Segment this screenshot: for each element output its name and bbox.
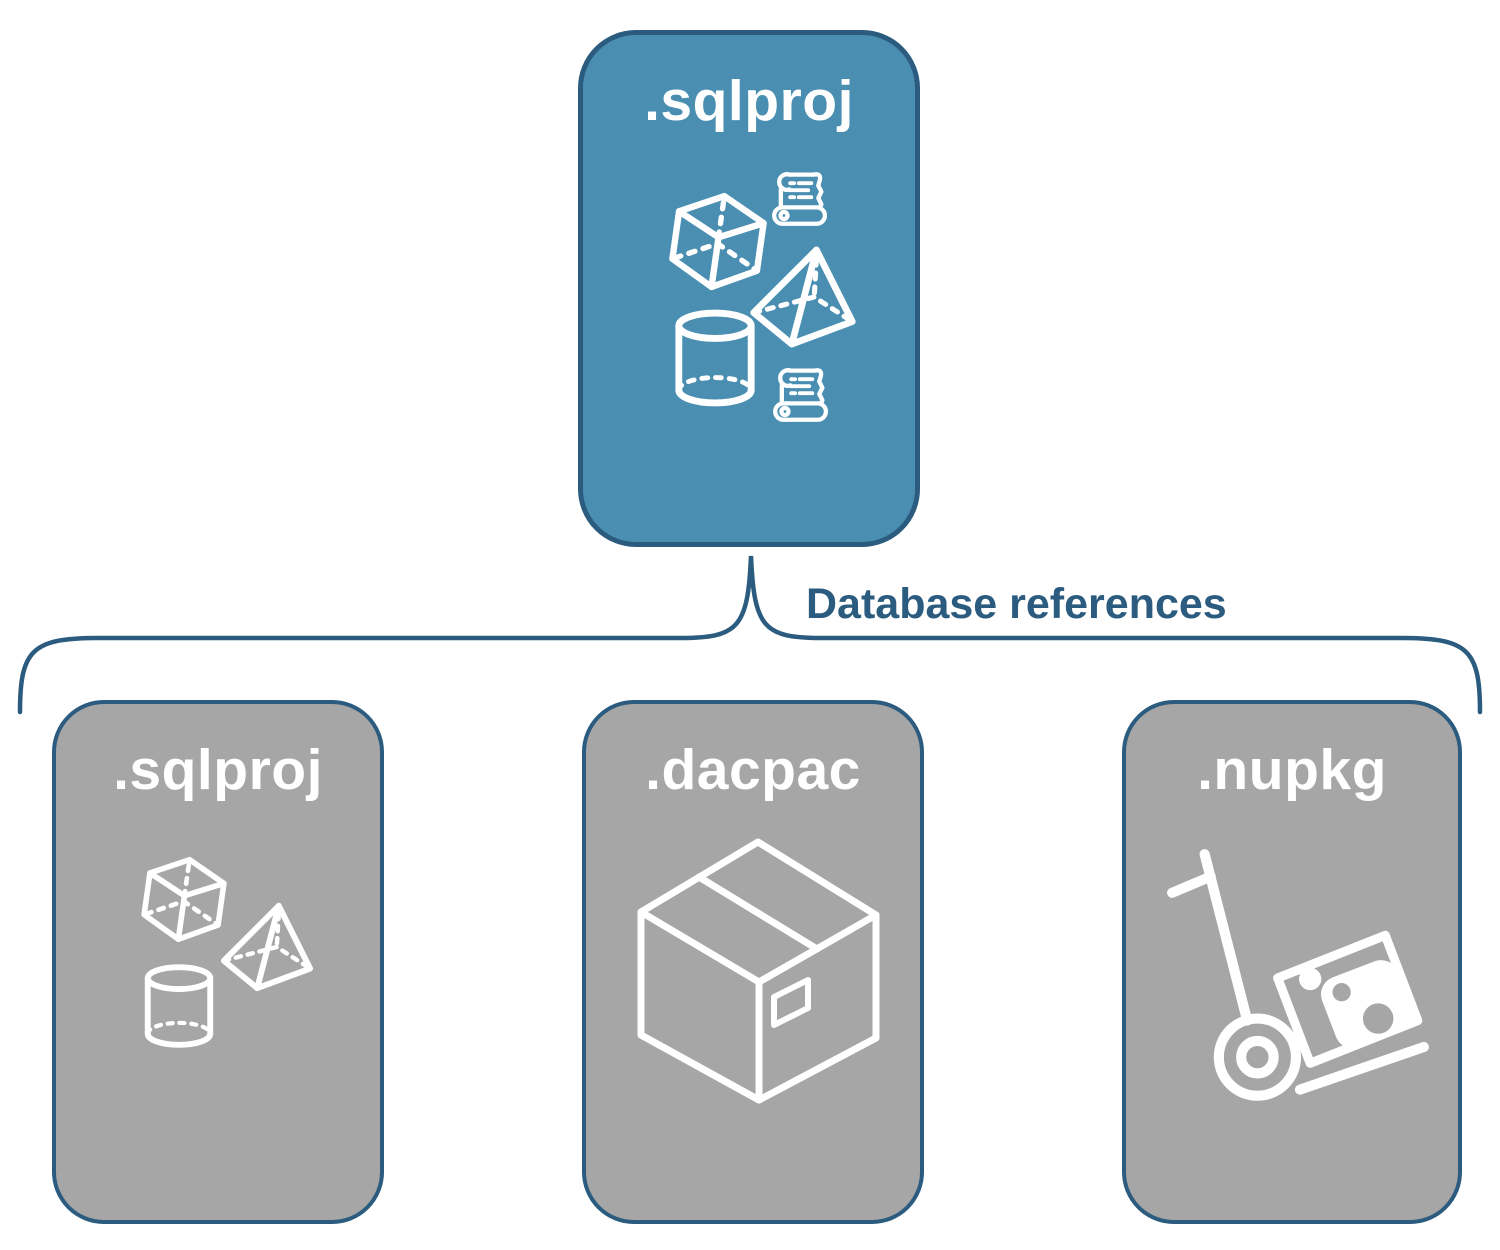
cylinder-icon (671, 307, 759, 409)
node-dacpac: .dacpac (582, 700, 924, 1224)
connector-label: Database references (806, 580, 1227, 628)
hand-truck-package-icon (1166, 842, 1430, 1116)
node-sqlproj-child: .sqlproj (52, 700, 384, 1224)
cube-icon (130, 844, 239, 954)
cube-icon (656, 178, 781, 304)
scroll-icon (760, 355, 838, 433)
node-title: .nupkg (1197, 738, 1387, 802)
package-icon (636, 832, 886, 1104)
pyramid-icon (741, 241, 865, 353)
node-title: .sqlproj (113, 738, 323, 802)
nuget-logo-icon (1299, 960, 1414, 1049)
node-nupkg: .nupkg (1122, 700, 1462, 1224)
node-title: .sqlproj (644, 69, 854, 133)
node-title: .dacpac (645, 738, 861, 802)
node-sqlproj-root: .sqlproj (578, 30, 920, 547)
cylinder-icon (141, 962, 217, 1050)
scroll-icon (759, 159, 837, 237)
pyramid-icon (212, 898, 322, 996)
